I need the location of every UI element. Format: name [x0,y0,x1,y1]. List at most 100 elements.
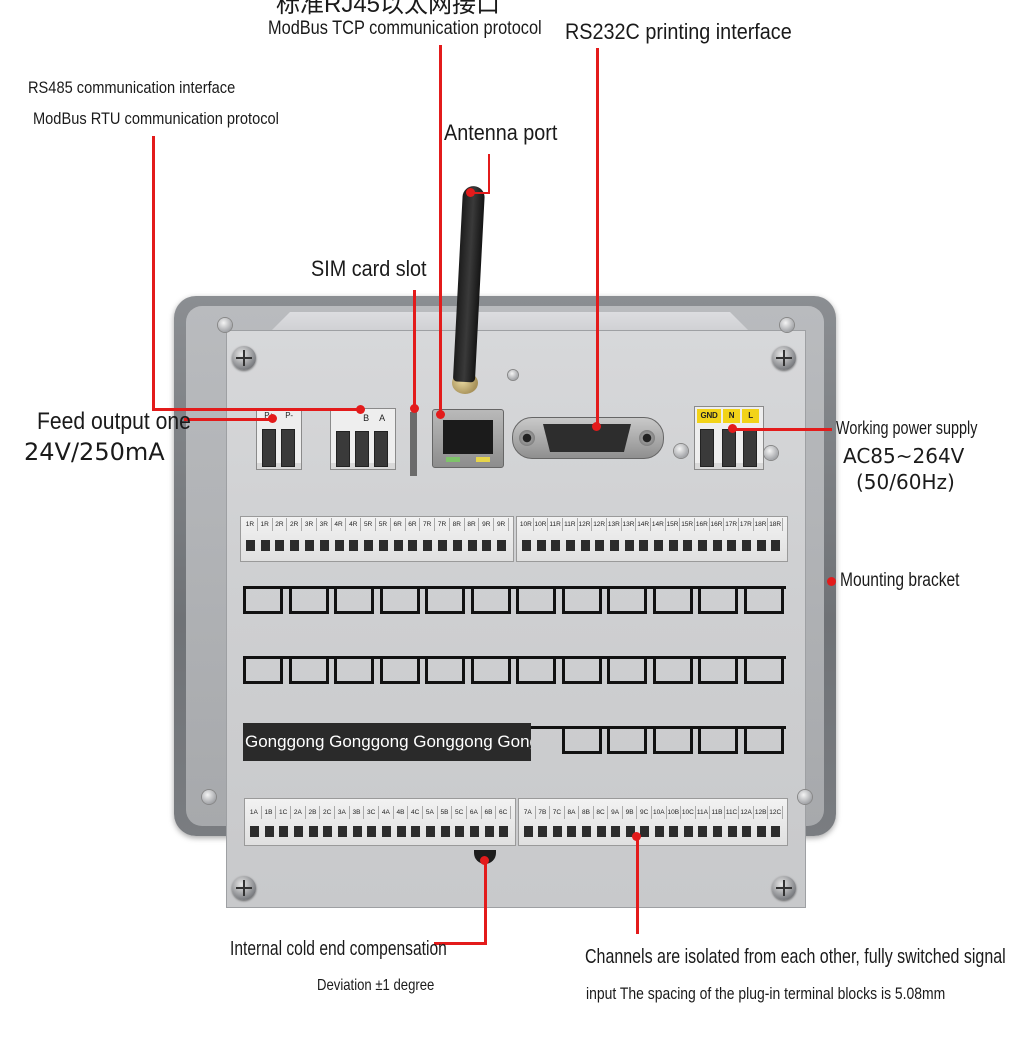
terminal-pin [713,826,722,837]
terminal-label: 6R [406,518,421,531]
terminal-label: 9B [623,806,638,819]
terminal-label: 11B [710,806,725,819]
terminal-pin [364,540,374,551]
terminal-pin [771,826,781,837]
terminal-label: 8R [465,518,480,531]
terminal-pin [349,540,359,551]
terminal-label: 16R [695,518,710,531]
terminal-label: 9R [494,518,509,531]
callout-dot [592,422,601,431]
terminal-pin [497,540,507,551]
terminal-label: 11A [696,806,711,819]
callout-dot [632,832,641,841]
terminal-label: 2B [306,806,321,819]
label-rs485-1: RS485 communication interface [28,78,269,98]
terminal-pin [683,540,693,551]
terminal-pin [771,540,781,551]
label-text: Channels are isolated from each other, f… [585,946,1006,968]
terminal-label: 16R [710,518,725,531]
terminal-socket [470,586,511,614]
top-terminal-strip-right [516,516,788,562]
terminal-pin [275,540,285,551]
label-cold-1: Internal cold end compensation [230,938,508,961]
label-modbus-tcp: ModBus TCP communication protocol [268,18,586,40]
terminal-pin [308,826,318,837]
callout-dot [410,404,419,413]
terminal-label: 4R [346,518,362,531]
bezel-screw [218,318,232,332]
terminal-socket [561,586,602,614]
terminal-label: 1C [276,806,291,819]
power-side-screw [764,446,778,460]
terminal-label: P- [285,411,293,420]
terminal-pin [742,826,752,837]
terminal-pin [668,540,678,551]
terminal-label: 1B [262,806,277,819]
terminal-pin [639,540,649,551]
terminal-socket [561,726,602,754]
terminal-socket [652,726,693,754]
terminal-socket [698,656,738,684]
terminal-label: 8C [594,806,609,819]
terminal-pin [337,826,347,837]
terminal-pin [423,540,433,551]
terminal-label: 7A [521,806,536,819]
terminal-label: 18R [754,518,769,531]
label-text: Deviation ±1 degree [317,977,435,994]
label-text: Mounting bracket [840,570,960,591]
terminal-label: 1R [243,518,258,531]
callout-line-rs485 [152,408,362,411]
terminal-pin [654,826,664,837]
socket-row-rail [243,586,786,589]
socket-row-rail [530,726,786,729]
terminal-socket [243,656,283,684]
terminal-label: 4C [408,806,423,819]
callout-line-channels [636,836,639,934]
terminal-pin [698,826,708,837]
callout-dot [480,856,489,865]
terminal-socket [698,586,738,614]
terminal-label: 1A [247,806,262,819]
terminal-label: 11C [725,806,740,819]
terminal-slot [743,429,757,467]
terminal-pin [669,826,679,837]
top-terminal-strip-left [240,516,514,562]
terminal-pin [260,540,270,551]
terminal-label: 8A [565,806,580,819]
terminal-label: 4B [394,806,409,819]
terminal-socket [652,586,693,614]
corner-screw [772,346,796,370]
callout-line-feed [184,418,274,421]
terminal-pin [523,826,533,837]
terminal-socket [698,726,738,754]
terminal-pin [367,826,377,837]
terminal-label: 6B [482,806,497,819]
terminal-socket [288,656,329,684]
terminal-pin [440,826,450,837]
terminal-label: 10R [519,518,534,531]
bezel-screw [202,790,216,804]
terminal-label: GND [697,409,721,423]
terminal-label: 9C [637,806,652,819]
socket-row-rail [243,656,786,659]
terminal-pin [582,826,591,837]
terminal-socket [743,726,784,754]
terminal-slot [374,431,388,467]
terminal-pin [323,826,333,837]
terminal-pin [640,826,650,837]
terminal-label: 4A [379,806,394,819]
terminal-label: 13R [622,518,637,531]
terminal-label: 7R [435,518,450,531]
label-text: RS485 communication interface [28,78,236,97]
terminal-socket [288,586,329,614]
terminal-slot [281,429,295,467]
terminal-pin [565,540,575,551]
terminal-pin [538,826,548,837]
terminal-label: 2R [273,518,288,531]
label-text: Internal cold end compensation [230,938,447,960]
terminal-pin [334,540,344,551]
terminal-label: 10B [667,806,682,819]
terminal-pin [741,540,751,551]
terminal-label: 17R [739,518,754,531]
bezel-screw [780,318,794,332]
